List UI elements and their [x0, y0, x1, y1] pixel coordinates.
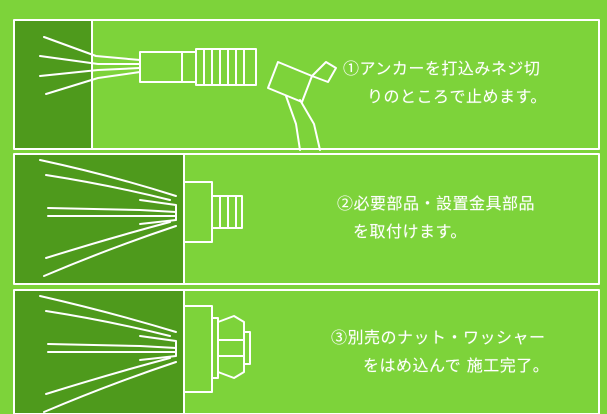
anchor-thread: [243, 331, 251, 365]
anchor-leg: [45, 221, 171, 259]
anchor-leg: [39, 55, 141, 65]
step-2-panel: [13, 153, 600, 285]
step-3-line-2: をはめ込んで 施工完了。: [363, 356, 550, 375]
anchor-leg: [43, 36, 141, 61]
step-2-line-1: ②必要部品・設置金具部品: [337, 194, 536, 213]
anchor-leg: [47, 207, 177, 213]
mounting-plate: [183, 305, 213, 393]
anchor-sleeve: [139, 51, 197, 83]
step-1-panel: [13, 19, 600, 151]
anchor-leg: [39, 295, 177, 333]
anchor-leg: [43, 225, 177, 277]
step-2-caption: ②必要部品・設置金具部品 を取付けます。: [337, 190, 535, 246]
step-3-line-1: ③別売のナット・ワッシャー: [331, 328, 546, 347]
anchor-leg: [39, 67, 141, 77]
step-1-frame: [13, 19, 600, 150]
step-2-line-2: を取付けます。: [353, 222, 467, 241]
step-3-panel: [13, 289, 600, 414]
anchor-leg: [45, 310, 171, 337]
step-3-frame: [13, 289, 600, 414]
anchor-leg: [45, 71, 141, 95]
anchor-thread: [195, 48, 257, 86]
mounting-plate: [183, 181, 213, 243]
hex-nut: [217, 315, 245, 379]
step-1-caption: ①アンカーを打込みネジ切 りのところで止めます。: [343, 55, 547, 111]
step-3-caption: ③別売のナット・ワッシャー をはめ込んで 施工完了。: [331, 324, 549, 380]
anchor-leg: [43, 361, 177, 413]
step-1-line-2: りのところで止めます。: [367, 87, 547, 106]
step-2-wall: [14, 154, 184, 284]
anchor-leg: [45, 357, 171, 395]
anchor-leg: [39, 159, 177, 197]
anchor-leg: [45, 174, 171, 201]
step-2-frame: [13, 153, 600, 285]
setting-tool: [267, 61, 313, 103]
step-1-line-1: ①アンカーを打込みネジ切: [343, 59, 541, 78]
anchor-leg: [47, 343, 177, 349]
